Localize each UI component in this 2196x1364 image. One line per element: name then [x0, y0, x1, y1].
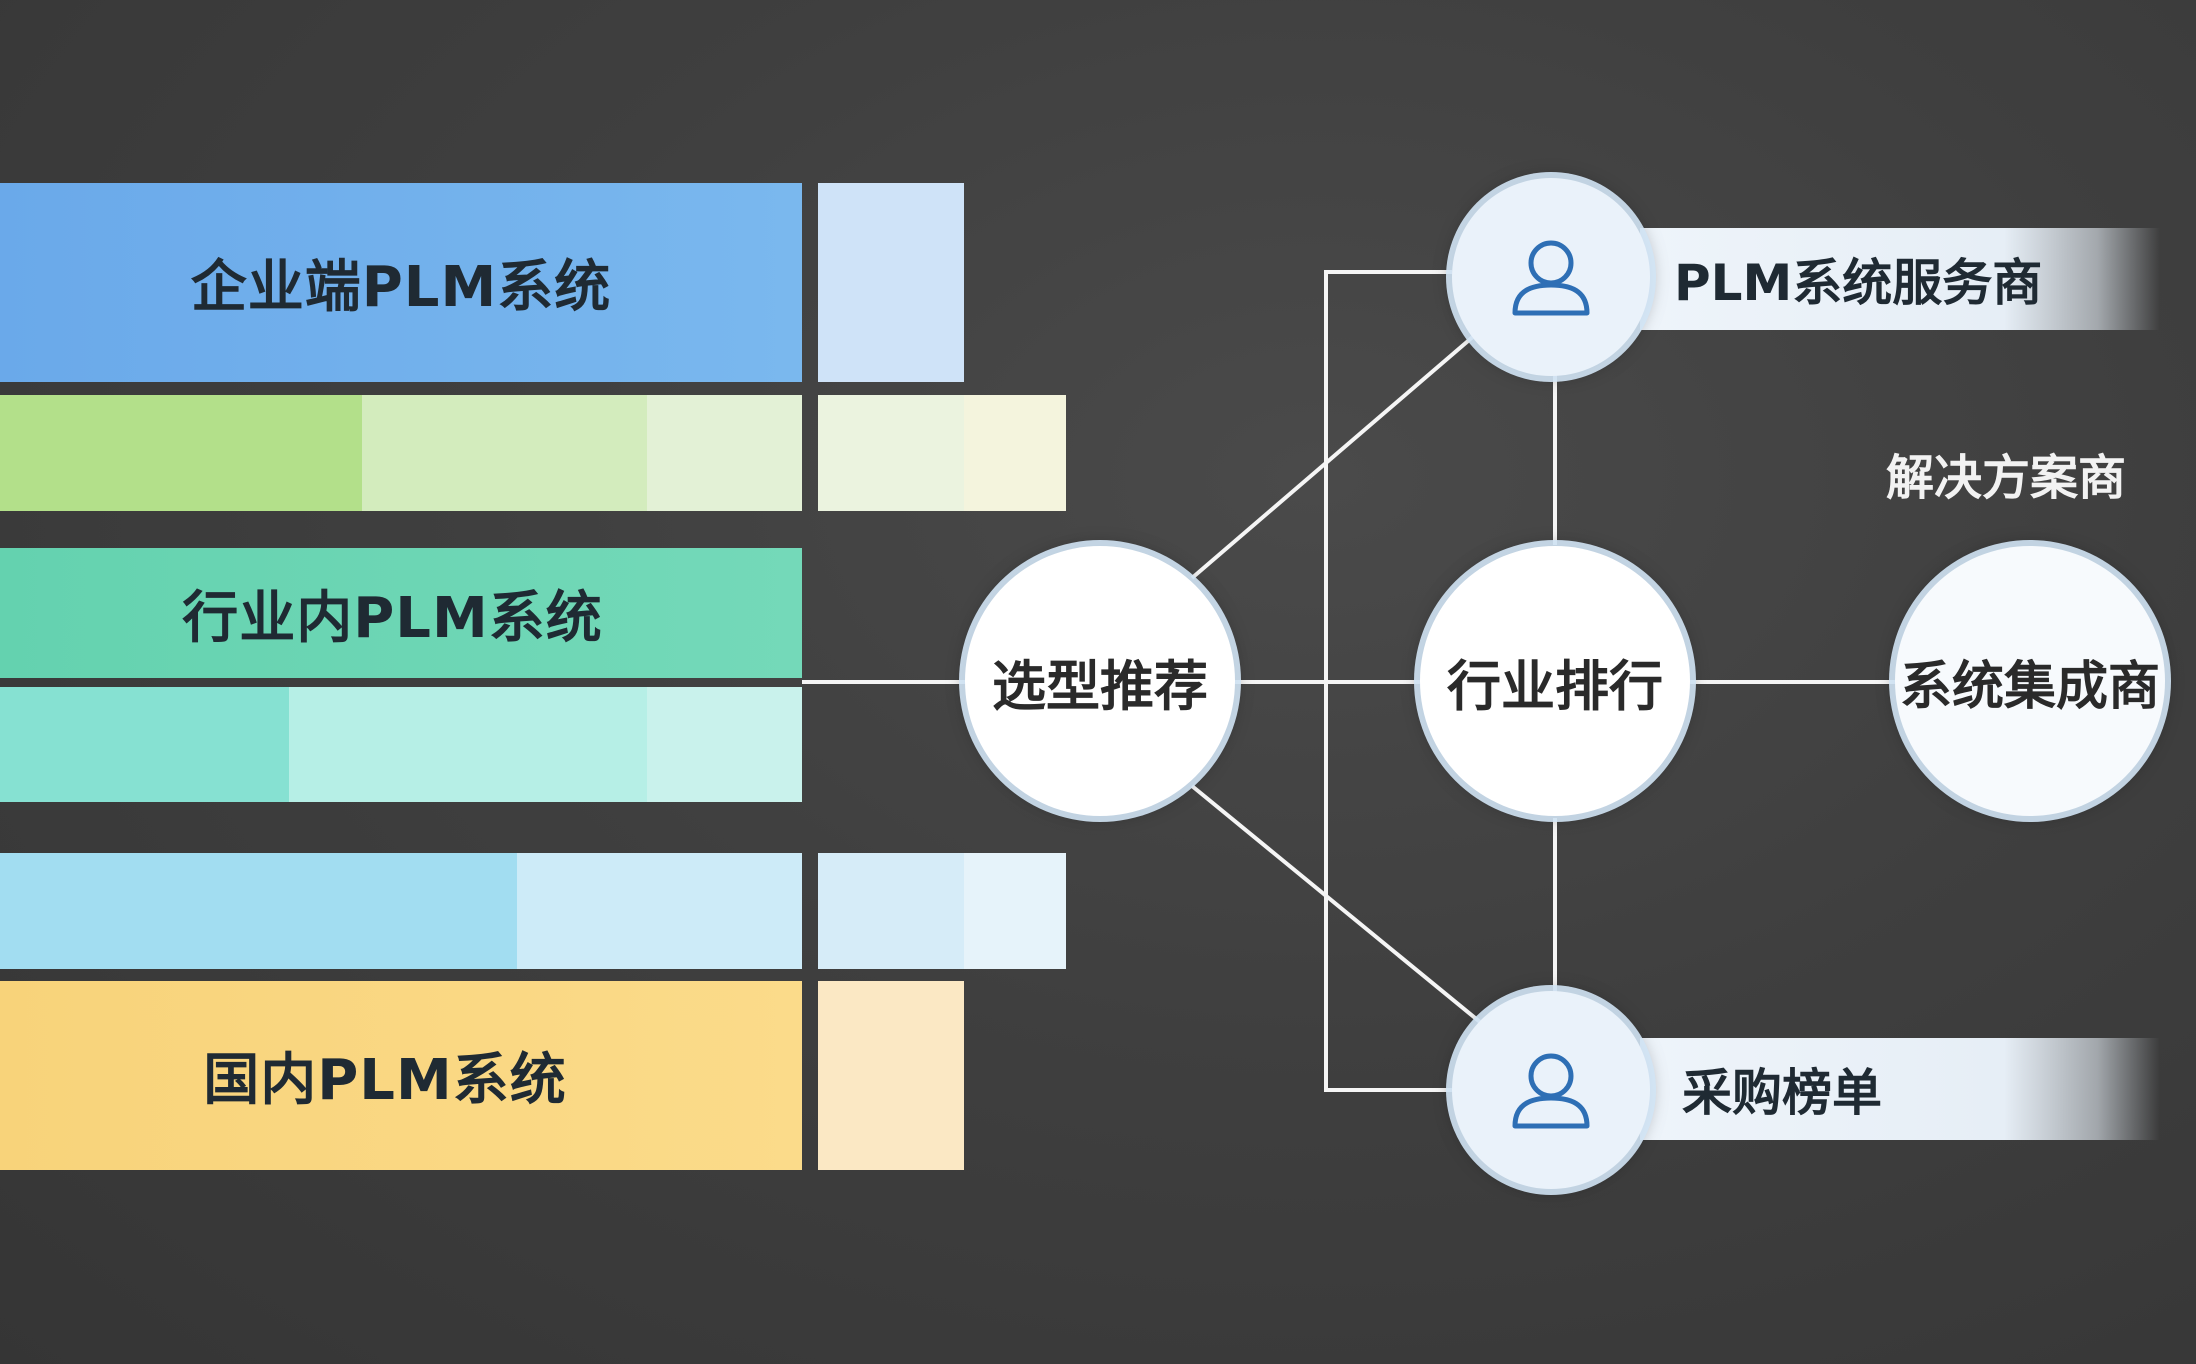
bar-domestic-label: 国内PLM系统 — [203, 1048, 567, 1113]
bar-green-segment-2 — [362, 395, 647, 511]
bar-sky-segment-1 — [0, 853, 517, 969]
bar-enterprise — [0, 183, 802, 382]
node-user-bottom[interactable] — [1452, 991, 1650, 1189]
bracket-connector — [1324, 270, 1452, 1092]
link-selection-to-top-user — [1190, 333, 1477, 580]
bar-green-segment-1 — [0, 395, 362, 511]
bar-enterprise-extension — [818, 183, 964, 382]
user-icon — [1512, 240, 1590, 316]
bar-green-segment-3 — [647, 395, 802, 511]
bar-sky-segment-2 — [517, 853, 802, 969]
node-system-integrator-label: 系统集成商 — [1899, 656, 2160, 717]
node-selection-recommend-label: 选型推荐 — [992, 654, 1208, 718]
ribbon-plm-vendor: PLM系统服务商 — [1640, 228, 2160, 330]
bar-domestic — [0, 981, 802, 1170]
bar-green-segment-4 — [818, 395, 964, 511]
bar-aqua-segment-1 — [0, 687, 289, 802]
solution-vendor-label: 解决方案商 — [1886, 450, 2127, 506]
ribbon-plm-vendor-label: PLM系统服务商 — [1674, 254, 2043, 312]
bar-sky-segment-3 — [818, 853, 964, 969]
node-industry-ranking-label: 行业排行 — [1447, 654, 1663, 718]
node-selection-recommend[interactable]: 选型推荐 — [965, 546, 1235, 816]
ribbon-purchase-list: 采购榜单 — [1640, 1038, 2160, 1140]
user-icon — [1512, 1053, 1590, 1129]
bar-aqua-segment-3 — [647, 687, 802, 802]
bar-sky-segment-4 — [964, 853, 1066, 969]
bar-aqua-segment-2 — [289, 687, 647, 802]
bar-enterprise-label: 企业端PLM系统 — [190, 255, 612, 320]
node-user-top[interactable] — [1452, 178, 1650, 376]
bar-domestic-extension — [818, 981, 964, 1170]
node-industry-ranking[interactable]: 行业排行 — [1420, 546, 1690, 816]
bar-industry-label: 行业内PLM系统 — [182, 585, 603, 651]
bar-industry — [0, 548, 802, 678]
node-system-integrator[interactable]: 系统集成商 — [1895, 546, 2165, 816]
ribbon-purchase-list-label: 采购榜单 — [1682, 1064, 1882, 1122]
link-selection-to-bottom-user — [1190, 784, 1482, 1024]
bar-green-segment-5 — [964, 395, 1066, 511]
